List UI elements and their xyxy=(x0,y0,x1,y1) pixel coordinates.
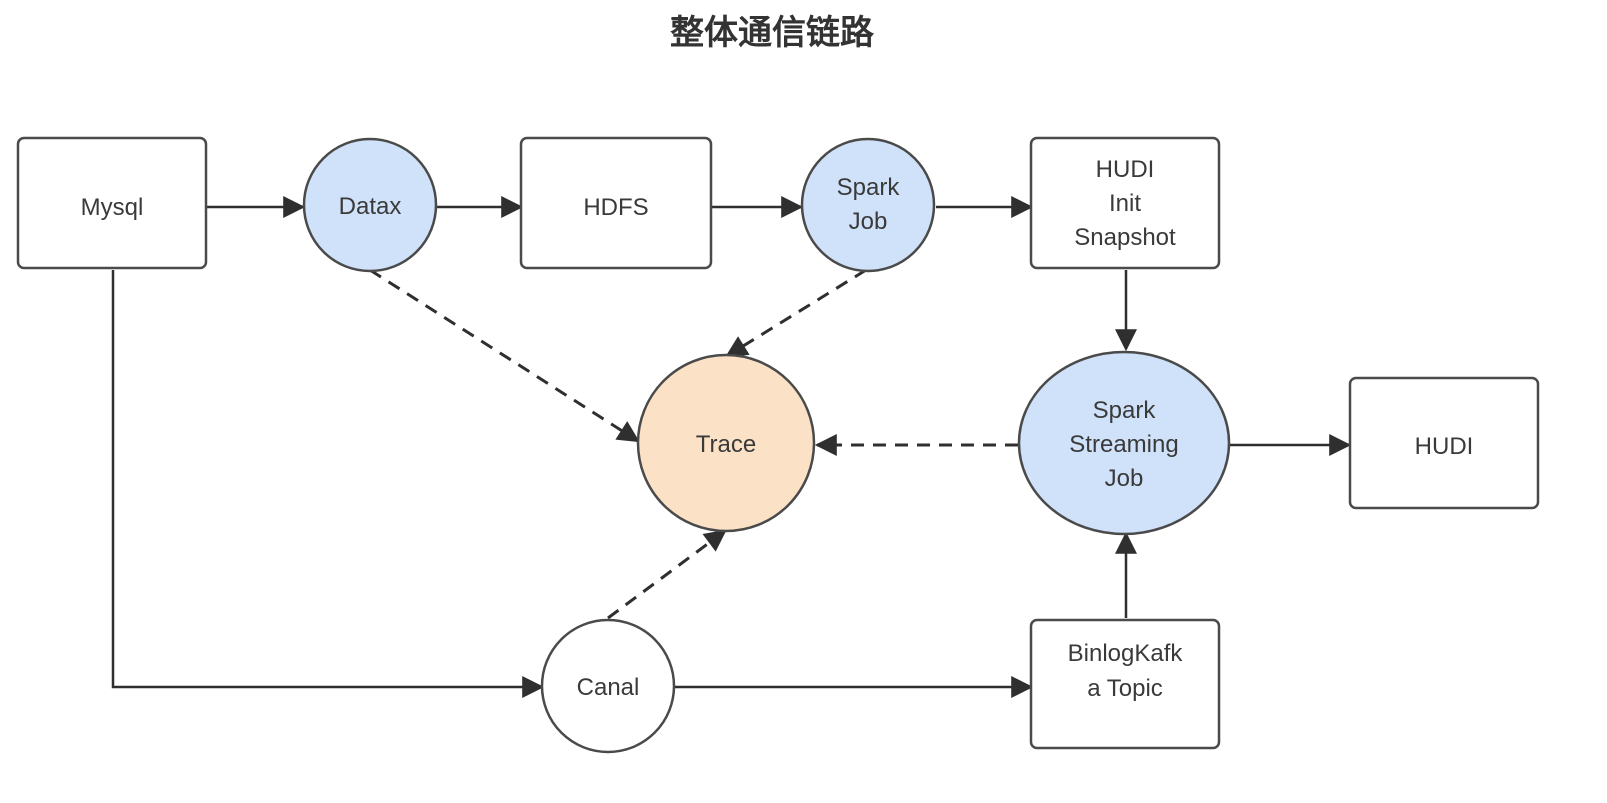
node-hudi: HUDI xyxy=(1348,376,1540,510)
canal-circle xyxy=(540,618,676,754)
node-hdfs: HDFS xyxy=(519,136,713,270)
node-canal: Canal xyxy=(540,618,676,754)
hdfs-label: HDFS xyxy=(583,194,648,221)
mysql-box xyxy=(16,136,208,270)
hudi-label: HUDI xyxy=(1415,433,1474,460)
spark-streaming-ellipse xyxy=(1017,350,1231,536)
binlog-kafka-label-line1: BinlogKafk xyxy=(1068,640,1184,667)
node-spark-job: Spark Job xyxy=(800,137,936,273)
spark-streaming-label-line2: Streaming xyxy=(1069,431,1178,458)
spark-streaming-label-line1: Spark xyxy=(1093,397,1157,424)
spark-streaming-label-line3: Job xyxy=(1105,465,1144,492)
edge-mysql-canal xyxy=(111,270,545,698)
hudi-init-label-line2: Init xyxy=(1109,190,1141,217)
edge-canal-trace xyxy=(607,529,727,620)
node-datax: Datax xyxy=(302,137,438,273)
trace-circle xyxy=(636,353,816,533)
edges-dashed xyxy=(369,268,1018,620)
node-mysql: Mysql xyxy=(16,136,208,270)
hudi-init-label-line1: HUDI xyxy=(1096,156,1155,183)
edges-solid xyxy=(111,196,1352,698)
mysql-label: Mysql xyxy=(81,194,144,221)
node-binlog-kafka-topic: BinlogKafk a Topic xyxy=(1029,618,1221,750)
datax-label: Datax xyxy=(339,193,402,220)
hudi-box xyxy=(1348,376,1540,510)
trace-label: Trace xyxy=(696,431,756,458)
canal-label: Canal xyxy=(577,674,640,701)
hudi-init-box xyxy=(1029,136,1221,270)
diagram-title: 整体通信链路 xyxy=(670,13,875,53)
edge-sparkjob-trace xyxy=(725,268,867,358)
spark-job-label-line1: Spark xyxy=(837,174,901,201)
hudi-init-label-line3: Snapshot xyxy=(1074,224,1176,251)
spark-job-label-line2: Job xyxy=(849,208,888,235)
binlog-kafka-box xyxy=(1029,618,1221,750)
node-spark-streaming-job: Spark Streaming Job xyxy=(1017,350,1231,536)
node-hudi-init-snapshot: HUDI Init Snapshot xyxy=(1029,136,1221,270)
hdfs-box xyxy=(519,136,713,270)
spark-job-circle xyxy=(800,137,936,273)
datax-circle xyxy=(302,137,438,273)
node-trace: Trace xyxy=(636,353,816,533)
binlog-kafka-label-line2: a Topic xyxy=(1087,675,1163,702)
edge-datax-trace xyxy=(369,268,640,443)
